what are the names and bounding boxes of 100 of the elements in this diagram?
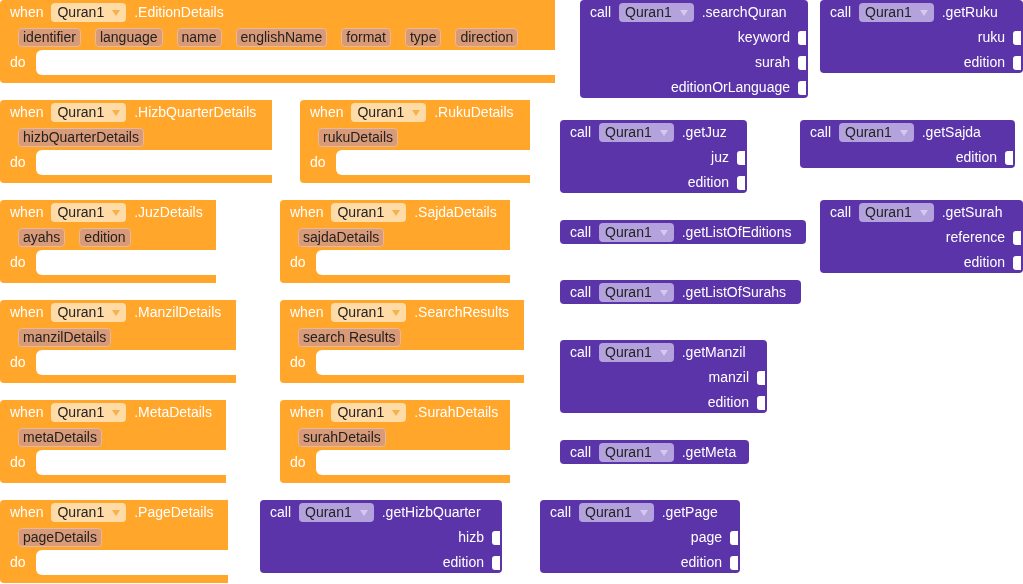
parameter-chip: identifier [18, 28, 81, 47]
component-dropdown: Quran1 [51, 403, 127, 422]
parameter-chip: metaDetails [18, 428, 102, 447]
argument-label: hizb [458, 528, 484, 547]
keyword-label: call [270, 503, 291, 522]
keyword-label: do [10, 353, 27, 372]
method-name: .getListOfEditions [681, 223, 792, 242]
call-block [580, 0, 808, 98]
event-block [0, 300, 236, 383]
event-block [0, 0, 555, 83]
argument-label: reference [945, 228, 1005, 247]
method-name: .PageDetails [134, 503, 214, 522]
parameter-chip: rukuDetails [318, 128, 399, 147]
keyword-label: call [810, 123, 831, 142]
component-dropdown: Quran1 [351, 103, 427, 122]
component-dropdown: Quran1 [599, 283, 674, 302]
keyword-label: do [290, 253, 307, 272]
keyword-label: call [830, 3, 851, 22]
method-name: .SajdaDetails [414, 203, 497, 222]
method-name: .getJuz [681, 123, 727, 142]
method-name: .MetaDetails [134, 403, 212, 422]
parameter-chip: pageDetails [18, 528, 102, 547]
keyword-label: when [10, 3, 44, 22]
keyword-label: call [570, 123, 591, 142]
argument-label: manzil [708, 368, 749, 387]
keyword-label: do [290, 353, 307, 372]
event-block [280, 400, 510, 483]
component-dropdown: Quran1 [859, 203, 934, 222]
method-name: .getSurah [941, 203, 1003, 222]
argument-label: ruku [977, 28, 1005, 47]
event-block [0, 200, 216, 283]
method-name: .EditionDetails [134, 3, 224, 22]
call-block [820, 200, 1023, 273]
method-name: .getHizbQuarter [381, 503, 481, 522]
call-block [560, 440, 749, 464]
method-name: .getManzil [681, 343, 746, 362]
component-dropdown: Quran1 [599, 343, 674, 362]
component-dropdown: Quran1 [599, 223, 674, 242]
argument-label: juz [711, 148, 729, 167]
argument-label: page [690, 528, 722, 547]
keyword-label: call [570, 343, 591, 362]
method-name: .getRuku [941, 3, 998, 22]
argument-label: edition [963, 253, 1005, 272]
component-dropdown: Quran1 [331, 203, 407, 222]
component-dropdown: Quran1 [859, 3, 934, 22]
parameter-chip: ayahs [18, 228, 66, 247]
keyword-label: call [570, 283, 591, 302]
component-dropdown: Quran1 [599, 123, 674, 142]
parameter-chip: direction [455, 28, 519, 47]
keyword-label: do [10, 153, 27, 172]
keyword-label: when [10, 103, 44, 122]
component-dropdown: Quran1 [51, 3, 127, 22]
parameter-chip: hizbQuarterDetails [18, 128, 144, 147]
parameter-chip: surahDetails [298, 428, 386, 447]
call-block [560, 120, 747, 193]
keyword-label: do [10, 553, 27, 572]
argument-label: edition [707, 393, 749, 412]
event-block [0, 500, 228, 583]
argument-label: editionOrLanguage [670, 78, 790, 97]
method-name: .JuzDetails [134, 203, 203, 222]
keyword-label: when [310, 103, 344, 122]
method-name: .searchQuran [701, 3, 787, 22]
parameter-chip: search Results [298, 328, 401, 347]
keyword-label: when [10, 303, 44, 322]
component-dropdown: Quran1 [51, 503, 127, 522]
call-block [800, 120, 1015, 168]
keyword-label: call [830, 203, 851, 222]
method-name: .SearchResults [414, 303, 510, 322]
keyword-label: call [570, 223, 591, 242]
call-block [560, 220, 806, 244]
method-name: .RukuDetails [434, 103, 514, 122]
keyword-label: do [310, 153, 327, 172]
component-dropdown: Quran1 [331, 403, 407, 422]
component-dropdown: Quran1 [839, 123, 914, 142]
parameter-chip: format [341, 28, 391, 47]
method-name: .getMeta [681, 443, 737, 462]
component-dropdown: Quran1 [619, 3, 694, 22]
keyword-label: call [550, 503, 571, 522]
parameter-chip: type [405, 28, 442, 47]
keyword-label: do [10, 253, 27, 272]
method-name: .SurahDetails [414, 403, 499, 422]
parameter-chip: language [94, 28, 163, 47]
call-block [560, 340, 767, 413]
component-dropdown: Quran1 [51, 103, 127, 122]
parameter-chip: name [176, 28, 222, 47]
call-block [540, 500, 740, 573]
component-dropdown: Quran1 [299, 503, 374, 522]
parameter-chip: sajdaDetails [298, 228, 385, 247]
event-block [0, 400, 226, 483]
parameter-chip: englishName [235, 28, 328, 47]
argument-label: edition [963, 53, 1005, 72]
keyword-label: when [10, 203, 44, 222]
keyword-label: when [10, 503, 44, 522]
keyword-label: when [290, 403, 324, 422]
keyword-label: when [10, 403, 44, 422]
argument-label: edition [442, 553, 484, 572]
argument-label: edition [955, 148, 997, 167]
event-block [280, 300, 524, 383]
parameter-chip: edition [79, 228, 131, 247]
component-dropdown: Quran1 [331, 303, 407, 322]
